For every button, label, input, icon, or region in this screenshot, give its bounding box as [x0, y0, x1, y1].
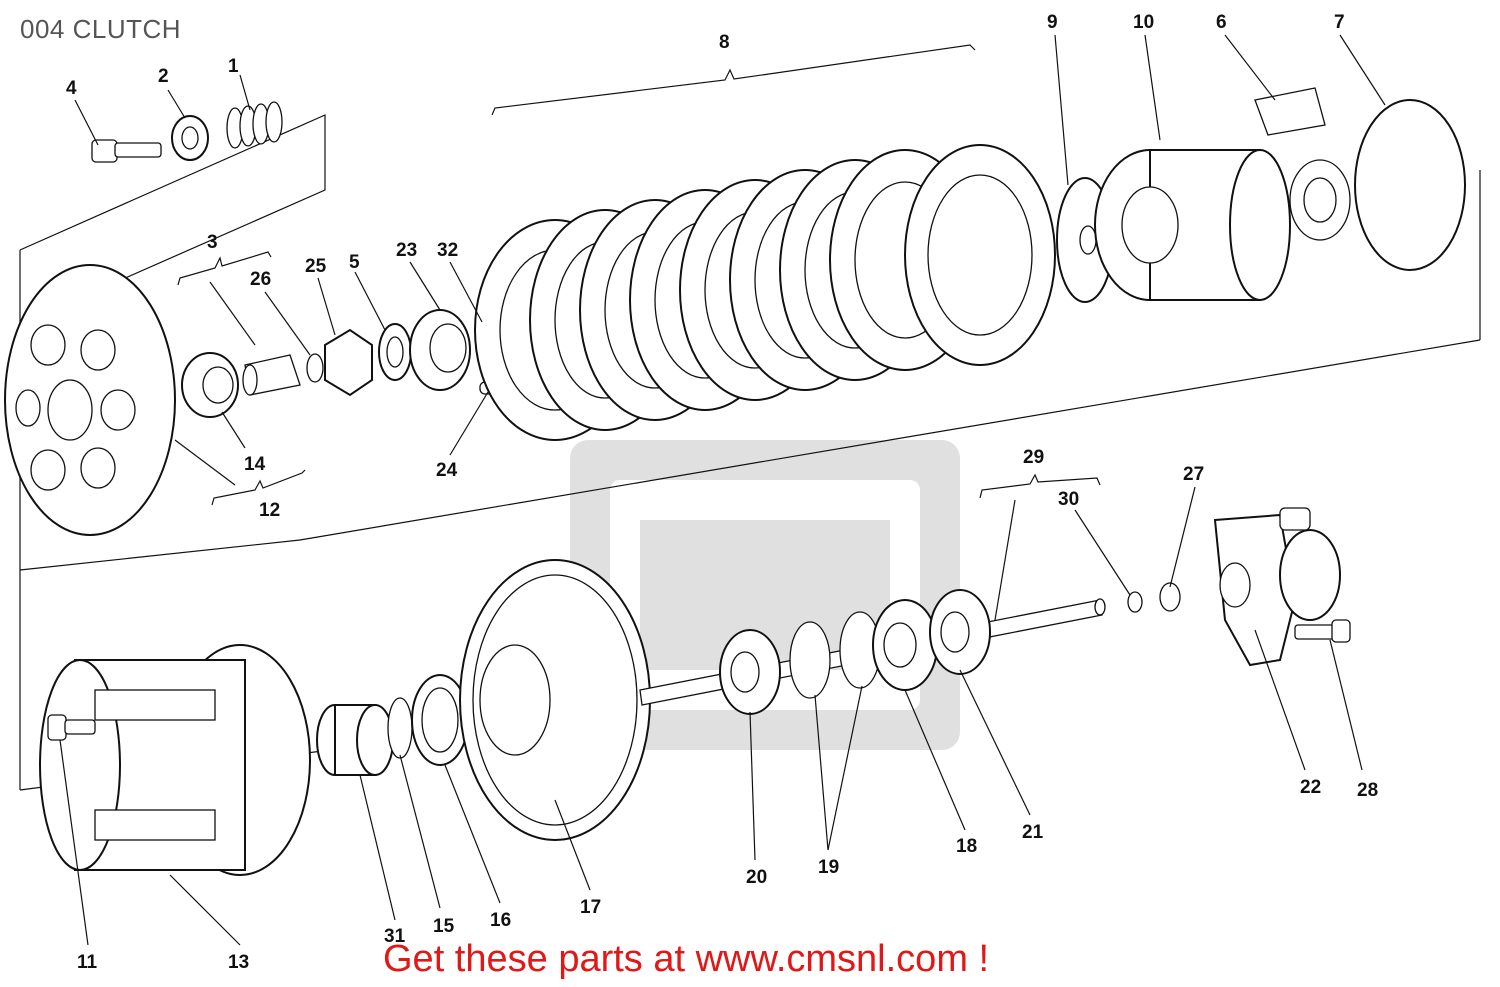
callout-18: 18	[956, 836, 977, 857]
callout-19: 19	[818, 857, 839, 878]
callout-28: 28	[1357, 780, 1378, 801]
bearing-part-21	[929, 589, 991, 675]
bearing-part-14	[181, 352, 239, 418]
circlip-part-19	[789, 611, 881, 699]
callout-1: 1	[228, 56, 239, 77]
callout-13: 13	[228, 952, 249, 973]
screw-part-4	[91, 139, 162, 163]
bolt-part-11	[47, 714, 96, 741]
callout-10: 10	[1133, 12, 1154, 33]
screw-part-28	[1294, 619, 1351, 643]
callout-26: 26	[250, 269, 271, 290]
bearing-part-18	[872, 599, 938, 691]
spring-part-1	[226, 101, 283, 149]
hub-part-10	[1094, 149, 1291, 301]
slave-cylinder-part-22	[1213, 507, 1341, 667]
callout-27: 27	[1183, 464, 1204, 485]
oring-part-15	[387, 697, 413, 759]
clutch-plate-stack-part-8	[474, 144, 1056, 441]
callout-3: 3	[207, 232, 218, 253]
gear-part-17	[459, 559, 651, 841]
group-braces	[177, 44, 1101, 506]
pushrod-part-26	[242, 354, 301, 396]
rubber-part-6	[1254, 87, 1326, 136]
callout-12: 12	[259, 500, 280, 521]
callout-23: 23	[396, 240, 417, 261]
parts-link-banner[interactable]: Get these parts at www.cmsnl.com !	[383, 938, 990, 980]
bearing-part-20	[719, 629, 781, 715]
leader-lines	[59, 34, 1386, 946]
callout-5: 5	[349, 252, 360, 273]
callout-9: 9	[1047, 12, 1058, 33]
washer-part-5	[378, 323, 412, 381]
callout-4: 4	[66, 78, 77, 99]
callout-2: 2	[158, 66, 169, 87]
callout-22: 22	[1300, 777, 1321, 798]
callout-24: 24	[436, 460, 458, 481]
ring-part-30	[1127, 591, 1143, 613]
callout-8: 8	[719, 32, 730, 53]
nut-part-25	[306, 328, 373, 397]
housing-part-7	[1289, 99, 1466, 271]
callout-16: 16	[490, 910, 511, 931]
spacer-part-31	[316, 704, 394, 776]
circlip-part-27	[1159, 582, 1181, 612]
callout-32: 32	[437, 240, 458, 261]
callout-31: 31	[384, 926, 406, 947]
callout-21: 21	[1022, 822, 1044, 843]
callout-7: 7	[1334, 12, 1345, 33]
callout-30: 30	[1058, 489, 1079, 510]
callout-6: 6	[1216, 12, 1227, 33]
clutch-basket-part-13	[39, 644, 311, 876]
callout-11: 11	[77, 952, 98, 973]
washer-part-2	[171, 115, 209, 161]
callout-25: 25	[305, 256, 327, 277]
callout-14: 14	[244, 454, 266, 475]
callout-labels: 1 2 3 4 5 6 7 8 9 10 11 12 13 14 15 16 1…	[66, 12, 1378, 973]
callout-20: 20	[746, 867, 767, 888]
pressure-plate-part-12	[4, 264, 176, 536]
callout-17: 17	[580, 897, 601, 918]
diagram-title: 004 CLUTCH	[20, 14, 182, 44]
callout-15: 15	[433, 916, 455, 937]
bush-part-23	[409, 309, 471, 391]
callout-29: 29	[1023, 447, 1044, 468]
